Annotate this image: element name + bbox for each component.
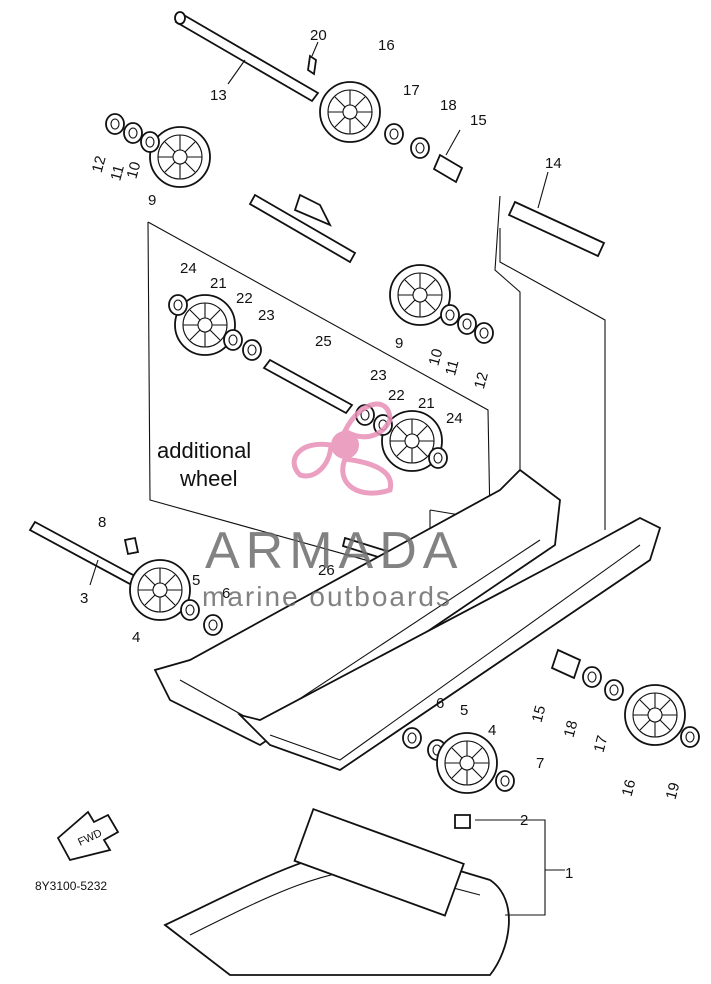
slide-rail-right [237,516,662,772]
ring-10-right [440,304,460,326]
ring-24-right [428,447,448,469]
callout-12-right: 12 [471,370,492,391]
ring-11-left [123,122,143,144]
callout-8: 8 [98,514,106,531]
callout-21-right: 21 [418,395,435,412]
callout-12-left: 12 [89,154,110,175]
wheel-16-lower [624,684,686,746]
callout-4-right: 4 [488,722,496,739]
wheel-9-left [149,126,211,188]
axle-25 [262,358,354,415]
callout-9-left: 9 [148,192,156,209]
frame-guides [494,195,606,530]
ring-18-upper [410,137,430,159]
callout-11-left: 11 [107,163,127,182]
shaft-13 [174,11,320,103]
ring-11-right [457,313,477,335]
callout-15-lower: 15 [529,704,550,725]
callout-7: 7 [536,755,544,772]
callout-23-right: 23 [370,367,387,384]
callout-6-left: 6 [222,585,230,602]
callout-22-left: 22 [236,290,253,307]
callout-9-right: 9 [395,335,403,352]
additional-wheel-line1: additional [157,438,251,463]
callout-15-upper: 15 [470,112,487,129]
collar-15-lower [550,648,582,680]
callout-14: 14 [545,155,562,172]
callout-1: 1 [565,865,573,882]
collar-15-upper [432,153,464,184]
pin-20 [307,54,317,76]
leader-lines [89,41,565,916]
callout-10-left: 10 [124,160,145,181]
callout-16-upper: 16 [378,37,395,54]
propeller-icon [291,401,394,496]
callout-25: 25 [315,333,332,350]
callout-16-lower: 16 [619,778,640,799]
callout-2: 2 [520,812,528,829]
callout-23-left: 23 [258,307,275,324]
callout-17-upper: 17 [403,82,420,99]
bearing-17-lower [604,679,624,701]
callout-19: 19 [663,781,684,802]
callout-17-lower: 17 [591,734,612,755]
shaft-14 [507,200,606,258]
shaft-3 [28,520,137,586]
callout-18-upper: 18 [440,97,457,114]
callout-26: 26 [318,562,335,579]
ring-12-right [474,322,494,344]
wheel-16-upper [319,81,381,143]
callout-24-left: 24 [180,260,197,277]
callout-24-right: 24 [446,410,463,427]
bearing-22-left [223,329,243,351]
callout-13: 13 [210,87,227,104]
callout-18-lower: 18 [561,719,582,740]
callout-20: 20 [310,27,327,44]
ring-6-right [402,727,422,749]
pin-8 [123,536,140,556]
callout-labels: 1 2 3 4 4 5 5 6 6 7 8 9 9 10 10 11 11 12… [80,27,683,882]
callout-10-right: 10 [426,347,447,368]
callout-5-left: 5 [192,572,200,589]
callout-3: 3 [80,590,88,607]
ring-10-left [140,131,160,153]
callout-21-left: 21 [210,275,227,292]
bearing-5-left [180,599,200,621]
watermark-brand: ARMADA [205,522,463,580]
callout-11-right: 11 [442,358,462,377]
ring-23-left [242,339,262,361]
ring-6-left [203,614,223,636]
callout-22-right: 22 [388,387,405,404]
nut-7 [495,770,515,792]
ring-18-lower [582,666,602,688]
callout-4-left: 4 [132,629,140,646]
ring-24-left [168,294,188,316]
diagram-code: 8Y3100-5232 [35,879,107,893]
track-1 [163,807,510,976]
callout-5-right: 5 [460,702,468,719]
cap-19 [680,726,700,748]
watermark-logo: ARMADA marine outboards [202,401,463,612]
bearing-17-upper [384,123,404,145]
watermark-tagline: marine outboards [202,581,452,612]
ring-12-left [105,113,125,135]
clip-2 [454,814,471,829]
callout-6-right: 6 [436,695,444,712]
fwd-arrow-icon: FWD [56,810,120,862]
wheel-4-right [436,732,498,794]
additional-wheel-line2: wheel [179,466,237,491]
